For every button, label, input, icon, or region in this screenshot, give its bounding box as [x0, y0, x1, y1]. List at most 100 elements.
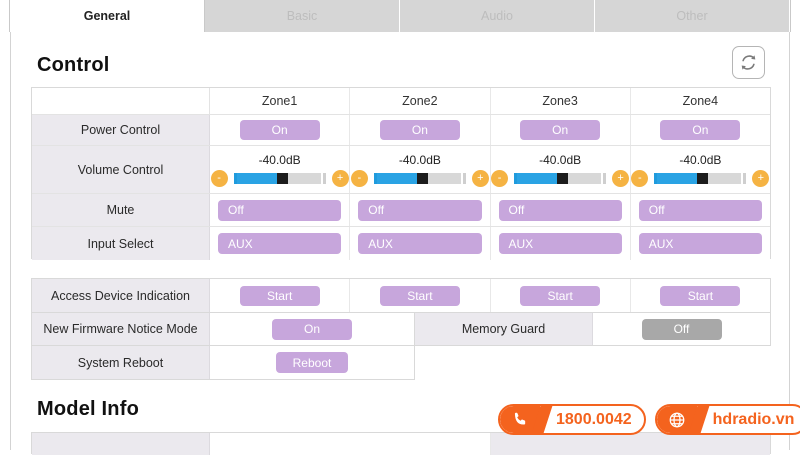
- zone4-header: Zone4: [630, 88, 770, 114]
- power-control-zone4-button[interactable]: On: [660, 120, 741, 140]
- input-select-zone1-button[interactable]: AUX: [218, 233, 342, 254]
- mute-zone3-button[interactable]: Off: [498, 199, 622, 221]
- volume-zone1-slider-group: - +: [210, 169, 349, 187]
- slider-start-tick: [654, 172, 658, 184]
- volume-zone1-plus-button[interactable]: +: [331, 169, 349, 187]
- slider-end-tick: [743, 172, 747, 184]
- control-table-corner-cell: [32, 88, 210, 114]
- mute-zone2-button[interactable]: Off: [358, 199, 482, 221]
- row-volume-control: Volume Control -40.0dB -: [32, 146, 770, 194]
- power-control-zone2-button[interactable]: On: [379, 120, 460, 140]
- firmware-value-cell: On: [210, 313, 414, 345]
- control-section-title: Control: [37, 54, 110, 76]
- model-info-title: Model Info: [37, 398, 139, 420]
- mute-zone1-button[interactable]: Off: [218, 199, 342, 221]
- tab-bar-left-edge: [0, 0, 10, 32]
- input-select-zone4-button[interactable]: AUX: [638, 233, 762, 254]
- access-device-zone3-cell: Start: [490, 279, 631, 312]
- input-select-zone3-cell: AUX: [490, 227, 631, 260]
- row-label-memory-guard: Memory Guard: [415, 313, 593, 345]
- slider-start-tick: [514, 172, 518, 184]
- input-select-zone4-cell: AUX: [630, 227, 770, 260]
- refresh-button[interactable]: [732, 46, 765, 79]
- volume-zone1-slider[interactable]: [233, 172, 326, 184]
- volume-zone3-value: -40.0dB: [539, 152, 582, 167]
- zone2-header: Zone2: [350, 88, 491, 114]
- volume-zone4-plus-button[interactable]: +: [752, 169, 770, 187]
- slider-end-tick: [322, 172, 326, 184]
- slider-handle[interactable]: [416, 172, 428, 184]
- volume-zone2-plus-button[interactable]: +: [471, 169, 489, 187]
- mute-zone3-cell: Off: [490, 194, 631, 226]
- new-firmware-notice-mode-button[interactable]: On: [272, 318, 352, 340]
- access-device-zone1-button[interactable]: Start: [239, 285, 320, 306]
- row-label-access-device-indication: Access Device Indication: [32, 279, 210, 312]
- power-control-zone1-button[interactable]: On: [239, 120, 320, 140]
- row-firmware-memory: New Firmware Notice Mode On Memory Guard…: [31, 312, 771, 346]
- system-table: Access Device Indication Start Start Sta…: [31, 278, 771, 380]
- slider-fill: [517, 172, 558, 184]
- power-control-zone1-cell: On: [210, 115, 351, 145]
- model-info-table: [31, 432, 771, 455]
- model-info-value-cell: [210, 433, 491, 455]
- volume-zone3-plus-button[interactable]: +: [612, 169, 630, 187]
- slider-handle[interactable]: [697, 172, 709, 184]
- row-access-device-indication: Access Device Indication Start Start Sta…: [31, 278, 771, 312]
- power-control-zone3-button[interactable]: On: [520, 120, 601, 140]
- volume-zone3-slider-group: - +: [491, 169, 630, 187]
- mute-zone2-cell: Off: [350, 194, 491, 226]
- tab-basic-label: Basic: [286, 9, 318, 23]
- memory-guard-button[interactable]: Off: [641, 318, 722, 340]
- tab-basic[interactable]: Basic: [205, 0, 400, 32]
- row-power-control: Power Control On On On On: [32, 115, 770, 146]
- volume-zone2-minus-button[interactable]: -: [350, 169, 368, 187]
- slider-handle[interactable]: [276, 172, 288, 184]
- model-info-row: [32, 433, 770, 455]
- input-select-zone3-button[interactable]: AUX: [498, 233, 622, 254]
- row-label-volume-control: Volume Control: [32, 146, 210, 193]
- input-select-zone1-cell: AUX: [210, 227, 351, 260]
- slider-start-tick: [373, 172, 377, 184]
- slider-remainder: [708, 172, 742, 184]
- zone3-header: Zone3: [490, 88, 631, 114]
- volume-zone4-slider[interactable]: [654, 172, 747, 184]
- website-badge[interactable]: hdradio.vn: [654, 404, 800, 435]
- slider-fill: [236, 172, 277, 184]
- slider-handle[interactable]: [557, 172, 569, 184]
- volume-zone2-control: -40.0dB - +: [350, 153, 489, 187]
- volume-zone3-minus-button[interactable]: -: [491, 169, 509, 187]
- slider-fill: [376, 172, 417, 184]
- watermark-overlay: 1800.0042 hdradio.vn: [498, 404, 800, 435]
- input-select-zone2-button[interactable]: AUX: [358, 233, 482, 254]
- memory-guard-group: Memory Guard Off: [415, 312, 771, 346]
- slider-remainder: [427, 172, 461, 184]
- volume-zone4-minus-button[interactable]: -: [631, 169, 649, 187]
- volume-zone2-cell: -40.0dB - +: [350, 146, 491, 193]
- volume-zone3-slider[interactable]: [514, 172, 607, 184]
- access-device-zone3-button[interactable]: Start: [520, 285, 601, 306]
- volume-zone2-slider[interactable]: [373, 172, 466, 184]
- system-reboot-button[interactable]: Reboot: [276, 352, 348, 373]
- hotline-badge[interactable]: 1800.0042: [498, 404, 646, 435]
- access-device-zone4-button[interactable]: Start: [660, 285, 741, 306]
- tab-general[interactable]: General: [10, 0, 205, 32]
- volume-zone3-cell: -40.0dB - +: [490, 146, 631, 193]
- tab-audio[interactable]: Audio: [400, 0, 595, 32]
- row-input-select: Input Select AUX AUX AUX AUX: [32, 227, 770, 260]
- access-device-zone2-cell: Start: [350, 279, 491, 312]
- page-content: Control Zone1 Zone2: [10, 32, 790, 455]
- memory-guard-value-cell: Off: [593, 313, 770, 345]
- access-device-zone2-button[interactable]: Start: [379, 285, 460, 306]
- page-body: Control Zone1 Zone2: [0, 32, 800, 455]
- row-label-new-firmware-notice-mode: New Firmware Notice Mode: [32, 313, 210, 345]
- tab-other[interactable]: Other: [595, 0, 790, 32]
- slider-fill: [657, 172, 698, 184]
- mute-zone4-button[interactable]: Off: [638, 199, 762, 221]
- volume-zone4-value: -40.0dB: [679, 152, 722, 167]
- tab-other-label: Other: [676, 9, 708, 23]
- control-table: Zone1 Zone2 Zone3 Zone4 Power Control On…: [31, 87, 771, 260]
- volume-zone1-minus-button[interactable]: -: [210, 169, 228, 187]
- slider-end-tick: [603, 172, 607, 184]
- row-mute: Mute Off Off Off Off: [32, 194, 770, 227]
- zone1-header: Zone1: [210, 88, 351, 114]
